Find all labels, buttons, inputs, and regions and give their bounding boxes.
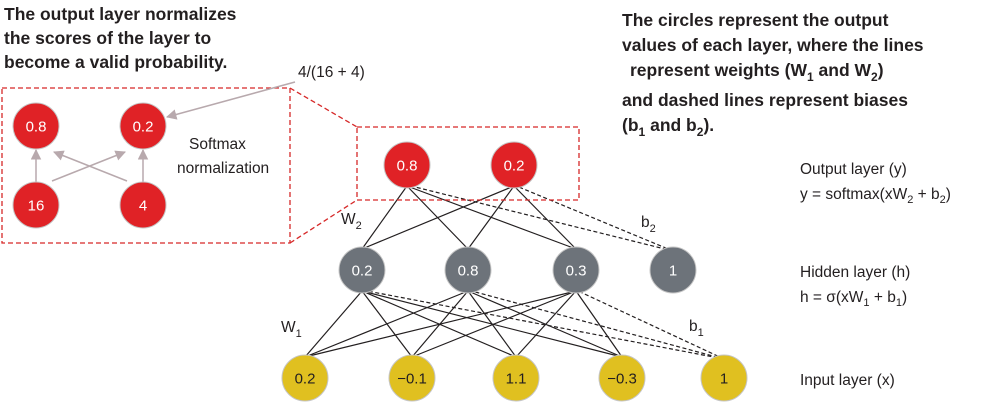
hidden-node-0 bbox=[338, 246, 386, 294]
bias-edge-b1-hidden-1 bbox=[467, 289, 725, 360]
softmax-node-bottom-left bbox=[12, 181, 60, 229]
callout-right: The circles represent the output values … bbox=[622, 10, 924, 139]
bias-edge-b2-output-0 bbox=[406, 184, 674, 252]
input-layer-name: Input layer (x) bbox=[800, 372, 895, 389]
bias-edge-b1-hidden-0 bbox=[361, 289, 725, 360]
edge-input-3-hidden-2 bbox=[575, 290, 623, 358]
callout-right-line3: represent weights (W1 and W2) bbox=[630, 60, 884, 84]
hidden-layer-name: Hidden layer (h) bbox=[800, 264, 910, 281]
input-node-3 bbox=[598, 354, 646, 402]
output-node-0 bbox=[383, 141, 431, 189]
softmax-node-bottom-right bbox=[119, 181, 167, 229]
layer-labels: Output layer (y) y = softmax(xW2 + b2) H… bbox=[800, 161, 951, 389]
callout-left-line2: the scores of the layer to bbox=[4, 28, 211, 48]
edge-input-3-hidden-1 bbox=[467, 290, 623, 358]
callout-right-line5: (b1 and b2). bbox=[622, 115, 714, 139]
input-node-1-value: −0.1 bbox=[397, 371, 427, 388]
hidden-node-1-value: 0.8 bbox=[458, 263, 479, 280]
callout-left: The output layer normalizes the scores o… bbox=[4, 4, 237, 72]
edges-layer bbox=[304, 184, 725, 360]
formula-arrow bbox=[165, 81, 296, 120]
softmax-arrow-4-to-08 bbox=[53, 150, 128, 182]
b2-label: b2 bbox=[641, 214, 656, 235]
input-node-0 bbox=[281, 354, 329, 402]
callout-right-line2: values of each layer, where the lines bbox=[622, 35, 924, 55]
input-node-3-value: −0.3 bbox=[607, 371, 637, 388]
output-layer-highlight-box bbox=[356, 126, 580, 201]
connector-line-top bbox=[289, 87, 358, 128]
w1-label: W1 bbox=[281, 319, 302, 340]
callout-left-line1: The output layer normalizes bbox=[4, 4, 237, 24]
hidden-node-0-value: 0.2 bbox=[352, 263, 373, 280]
input-bias-node-value: 1 bbox=[720, 371, 728, 388]
softmax-detail-box bbox=[1, 87, 291, 244]
input-node-0-value: 0.2 bbox=[295, 371, 316, 388]
bias-edge-b1-hidden-2 bbox=[575, 289, 725, 360]
hidden-node-2 bbox=[552, 246, 600, 294]
softmax-node-bottom-left-value: 16 bbox=[28, 198, 45, 215]
hidden-layer-formula: h = σ(xW1 + b1) bbox=[800, 289, 907, 309]
callout-right-line4: and dashed lines represent biases bbox=[622, 90, 908, 110]
output-layer-name: Output layer (y) bbox=[800, 161, 907, 178]
edge-input-1-hidden-0 bbox=[361, 290, 413, 358]
edge-hidden-2-output-0 bbox=[406, 185, 577, 250]
hidden-bias-node-value: 1 bbox=[669, 263, 677, 280]
input-node-1 bbox=[388, 354, 436, 402]
softmax-label-line2: normalization bbox=[177, 160, 269, 177]
output-layer-formula: y = softmax(xW2 + b2) bbox=[800, 186, 951, 206]
edge-hidden-2-output-1 bbox=[513, 185, 577, 250]
output-node-1 bbox=[490, 141, 538, 189]
softmax-detail-nodes: 0.8 0.2 16 4 bbox=[12, 102, 167, 229]
callout-left-line3: become a valid probability. bbox=[4, 52, 227, 72]
nodes-layer: 0.8 0.2 0.2 0.8 0.3 1 0.2 −0.1 1.1 −0.3 1 bbox=[281, 141, 748, 402]
w2-label: W2 bbox=[341, 211, 362, 232]
softmax-arrows bbox=[30, 81, 296, 183]
b1-label: b1 bbox=[689, 318, 704, 339]
softmax-node-bottom-right-value: 4 bbox=[139, 198, 147, 215]
input-node-2 bbox=[492, 354, 540, 402]
output-node-1-value: 0.2 bbox=[504, 158, 525, 175]
edge-input-2-hidden-0 bbox=[361, 290, 517, 358]
softmax-label-line1: Softmax bbox=[189, 136, 246, 153]
edge-hidden-1-output-0 bbox=[406, 185, 469, 250]
input-node-2-value: 1.1 bbox=[506, 371, 527, 388]
output-node-0-value: 0.8 bbox=[397, 158, 418, 175]
connector-line-bottom bbox=[289, 199, 358, 244]
callout-right-line1: The circles represent the output bbox=[622, 10, 889, 30]
bias-edge-b2-output-1 bbox=[513, 184, 674, 252]
edge-input-3-hidden-0 bbox=[361, 290, 623, 358]
hidden-node-1 bbox=[444, 246, 492, 294]
softmax-node-top-right-value: 0.2 bbox=[133, 119, 154, 136]
softmax-formula: 4/(16 + 4) bbox=[298, 64, 365, 81]
hidden-node-2-value: 0.3 bbox=[566, 263, 587, 280]
softmax-node-top-left-value: 0.8 bbox=[26, 119, 47, 136]
softmax-node-top-right bbox=[119, 102, 167, 150]
edge-input-0-hidden-0 bbox=[304, 290, 363, 358]
edge-hidden-0-output-0 bbox=[361, 185, 408, 250]
input-bias-node bbox=[700, 354, 748, 402]
hidden-bias-node bbox=[649, 246, 697, 294]
softmax-node-top-left bbox=[12, 102, 60, 150]
